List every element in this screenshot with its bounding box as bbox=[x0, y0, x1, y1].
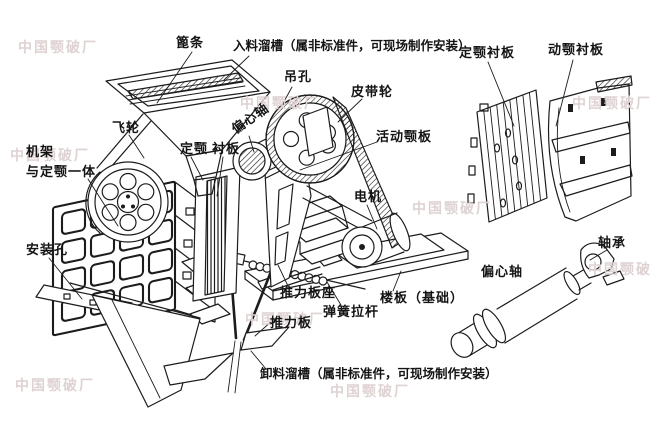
frame-step-bracket-drawing bbox=[287, 195, 355, 265]
watermark: 中国颚破厂 bbox=[572, 95, 650, 111]
fixed-jaw-liner-detail-drawing bbox=[467, 89, 548, 223]
label-flywheel: 飞轮 bbox=[112, 120, 141, 135]
label-motor: 电机 bbox=[354, 189, 383, 204]
watermark: 中国颚破厂 bbox=[588, 261, 650, 277]
movable-jaw-liner-detail-drawing bbox=[547, 75, 633, 222]
label-spring-rod: 弹簧拉杆 bbox=[323, 304, 380, 319]
flywheel-drawing bbox=[85, 161, 169, 243]
label-grate-bars: 篦条 bbox=[176, 35, 205, 50]
label-lifting-hole: 吊孔 bbox=[284, 69, 313, 84]
watermark: 中国颚破厂 bbox=[10, 147, 90, 163]
label-bearing: 轴承 bbox=[598, 235, 627, 250]
label-feed-chute: 入料溜槽（属非标准件，可现场制作安装） bbox=[233, 39, 471, 53]
eccentric-shaft-main-drawing bbox=[232, 118, 315, 181]
label-fixed-jaw-liner-detail: 定颚衬板 bbox=[459, 45, 516, 60]
watermark: 中国颚破厂 bbox=[15, 377, 95, 393]
label-belt-pulley: 皮带轮 bbox=[351, 84, 394, 99]
leader-lines bbox=[48, 51, 608, 370]
fixed-jaw-liner-drawing bbox=[182, 166, 241, 302]
label-liner: 衬板 bbox=[212, 141, 241, 156]
left-discharge-chute-drawing bbox=[69, 282, 234, 408]
label-floor-foundation: 楼板（基础） bbox=[380, 290, 465, 305]
label-eccentric-shaft-detail: 偏心轴 bbox=[481, 264, 524, 279]
label-frame-line1: 机架 bbox=[26, 144, 55, 159]
label-fixed-jaw: 定颚 bbox=[180, 141, 209, 156]
label-movable-jaw-liner-detail: 动颚衬板 bbox=[548, 42, 605, 57]
belt-pulley-drawing bbox=[265, 94, 355, 184]
label-frame-line2: 与定颚一体 bbox=[26, 164, 97, 179]
label-thrust-plate-seat: 推力板座 bbox=[280, 285, 337, 300]
label-mounting-hole: 安装孔 bbox=[26, 242, 69, 257]
label-movable-jaw-plate: 活动颚板 bbox=[376, 129, 433, 144]
watermark: 中国颚破厂 bbox=[245, 311, 325, 327]
watermark: 中国颚破厂 bbox=[412, 200, 492, 216]
label-thrust-plate: 推力板 bbox=[270, 315, 313, 330]
watermark: 中国颚破厂 bbox=[18, 39, 98, 55]
label-discharge-chute: 卸料溜槽（属非标准件，可现场制作安装） bbox=[260, 367, 498, 381]
watermark: 中国颚破厂 bbox=[330, 383, 410, 399]
watermark: 中国颚破厂 bbox=[240, 95, 320, 111]
motor-drawing bbox=[341, 212, 411, 268]
eccentric-shaft-detail-drawing bbox=[450, 242, 625, 358]
thrust-plate-drawing bbox=[240, 326, 290, 351]
